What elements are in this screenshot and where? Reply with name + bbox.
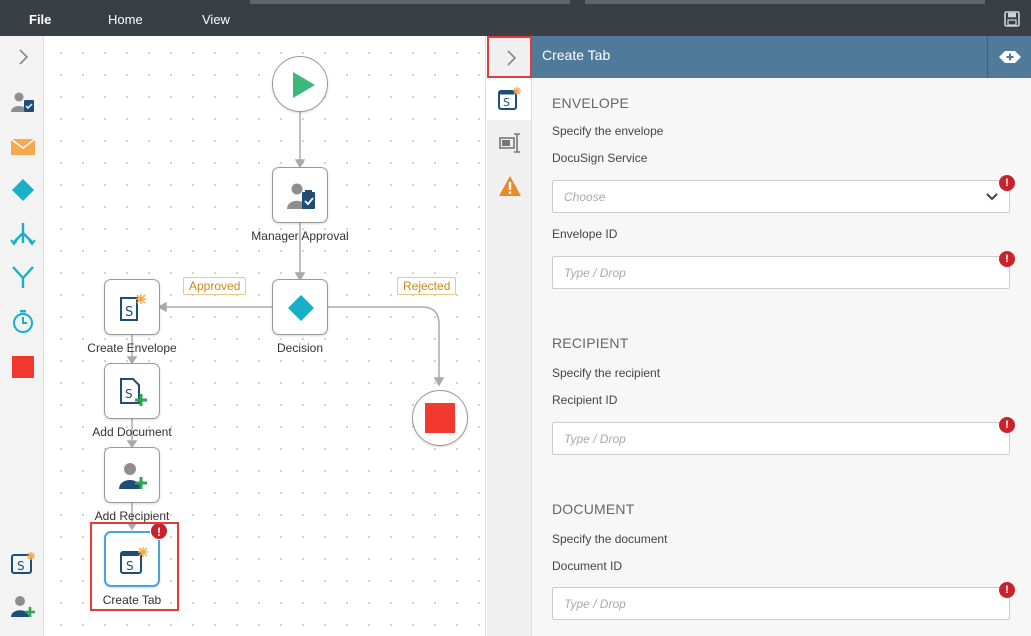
workflow-canvas[interactable]: Manager Approval Decision Approved Rejec… bbox=[44, 36, 486, 636]
recipient-id-placeholder: Type / Drop bbox=[564, 432, 626, 446]
error-icon: ! bbox=[999, 251, 1015, 267]
recipient-description: Specify the recipient bbox=[552, 366, 661, 380]
add-recipient-node[interactable] bbox=[104, 447, 160, 503]
user-task-icon[interactable] bbox=[10, 90, 36, 116]
docusign-service-label: DocuSign Service bbox=[552, 151, 648, 165]
title-accent bbox=[585, 0, 985, 4]
menu-bar: File Home View bbox=[0, 0, 1031, 36]
envelope-id-input[interactable]: Type / Drop bbox=[552, 256, 1010, 289]
workflow-connectors bbox=[126, 112, 445, 531]
properties-rail: S bbox=[487, 36, 532, 636]
expand-toolbox-icon[interactable] bbox=[10, 44, 36, 70]
create-envelope-icon: S bbox=[120, 294, 146, 321]
create-tab-node[interactable]: S bbox=[104, 531, 160, 587]
selection-highlight bbox=[90, 522, 179, 611]
panel-title: Create Tab bbox=[542, 47, 611, 63]
create-tab-icon[interactable]: S bbox=[10, 550, 36, 576]
create-tab-icon: S bbox=[498, 87, 521, 110]
error-icon: ! bbox=[999, 175, 1015, 191]
add-recipient-icon[interactable] bbox=[10, 594, 36, 620]
user-task-icon bbox=[287, 183, 315, 209]
docusign-service-select[interactable]: Choose bbox=[552, 180, 1010, 213]
collapse-panel-button[interactable] bbox=[487, 36, 532, 78]
properties-panel: Create Tab ENVELOPE Specify the envelope… bbox=[532, 36, 1031, 636]
recipient-heading: RECIPIENT bbox=[552, 335, 629, 351]
decision-icon bbox=[288, 295, 314, 321]
document-id-placeholder: Type / Drop bbox=[564, 597, 626, 611]
start-node[interactable] bbox=[272, 56, 328, 112]
tab-properties[interactable]: S bbox=[487, 78, 531, 120]
manager-approval-label: Manager Approval bbox=[251, 229, 349, 243]
error-icon: ! bbox=[999, 582, 1015, 598]
timer-icon[interactable] bbox=[10, 308, 36, 334]
svg-text:S: S bbox=[125, 387, 133, 401]
envelope-id-label: Envelope ID bbox=[552, 227, 618, 241]
expand-arrows-icon bbox=[999, 51, 1021, 63]
document-id-input[interactable]: Type / Drop bbox=[552, 587, 1010, 620]
svg-text:S: S bbox=[503, 96, 510, 109]
toolbox: S bbox=[0, 36, 44, 636]
create-tab-icon: S bbox=[120, 547, 148, 574]
menu-home[interactable]: Home bbox=[108, 12, 143, 27]
panel-header: Create Tab bbox=[532, 36, 1031, 78]
envelope-id-placeholder: Type / Drop bbox=[564, 266, 626, 280]
menu-view[interactable]: View bbox=[202, 12, 230, 27]
recipient-id-input[interactable]: Type / Drop bbox=[552, 422, 1010, 455]
svg-text:S: S bbox=[126, 559, 134, 573]
create-envelope-node[interactable]: S bbox=[104, 279, 160, 335]
svg-text:S: S bbox=[125, 305, 133, 320]
menu-file[interactable]: File bbox=[29, 12, 52, 27]
tab-warnings[interactable] bbox=[487, 166, 531, 208]
approved-branch-tag[interactable]: Approved bbox=[183, 277, 247, 295]
decision-node[interactable] bbox=[272, 279, 328, 335]
manager-approval-node[interactable] bbox=[272, 167, 328, 223]
document-heading: DOCUMENT bbox=[552, 501, 635, 517]
warning-icon bbox=[499, 176, 521, 196]
play-icon bbox=[293, 72, 315, 98]
create-tab-label: Create Tab bbox=[102, 593, 162, 607]
docusign-service-placeholder: Choose bbox=[564, 190, 606, 204]
email-icon[interactable] bbox=[10, 134, 36, 160]
recipient-id-label: Recipient ID bbox=[552, 393, 618, 407]
envelope-description: Specify the envelope bbox=[552, 124, 664, 138]
add-recipient-label: Add Recipient bbox=[94, 509, 170, 523]
add-panel-button[interactable] bbox=[987, 36, 1031, 78]
add-document-label: Add Document bbox=[92, 425, 172, 439]
title-accent bbox=[250, 0, 570, 4]
text-field-icon bbox=[499, 133, 520, 153]
error-icon: ! bbox=[999, 417, 1015, 433]
create-envelope-label: Create Envelope bbox=[87, 341, 177, 355]
stop-icon bbox=[425, 403, 455, 433]
chevron-right-icon bbox=[507, 50, 517, 66]
stop-icon[interactable] bbox=[10, 354, 36, 380]
envelope-heading: ENVELOPE bbox=[552, 95, 630, 111]
split-icon[interactable] bbox=[10, 221, 36, 247]
chevron-down-icon bbox=[986, 193, 998, 201]
rejected-branch-tag[interactable]: Rejected bbox=[397, 277, 457, 295]
stop-node[interactable] bbox=[412, 390, 468, 446]
decision-icon[interactable] bbox=[10, 177, 36, 203]
document-description: Specify the document bbox=[552, 532, 668, 546]
tab-input-mapping[interactable] bbox=[487, 122, 531, 164]
document-id-label: Document ID bbox=[552, 559, 623, 573]
decision-label: Decision bbox=[276, 341, 324, 355]
svg-text:S: S bbox=[17, 559, 25, 573]
save-icon[interactable] bbox=[1004, 11, 1020, 27]
add-document-node[interactable]: S bbox=[104, 363, 160, 419]
add-document-icon: S bbox=[120, 378, 147, 406]
add-recipient-icon bbox=[119, 463, 147, 489]
merge-icon[interactable] bbox=[10, 264, 36, 290]
